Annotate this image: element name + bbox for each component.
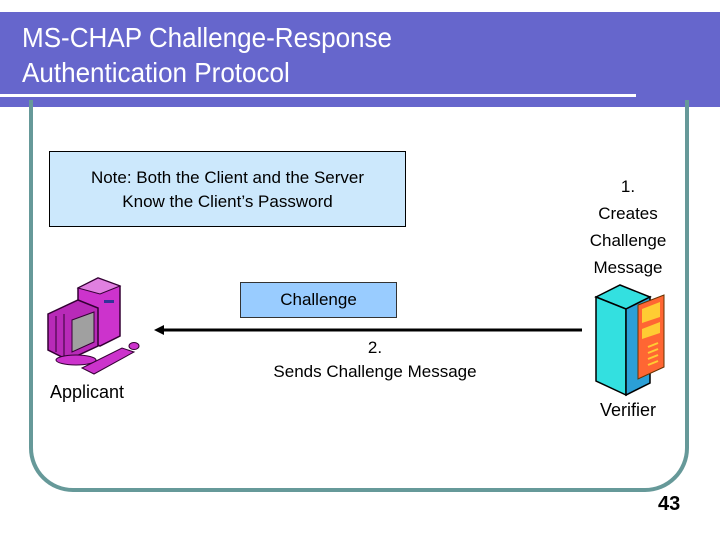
applicant-label: Applicant (50, 382, 125, 402)
page-number: 43 (658, 493, 681, 515)
title-line-2: Authentication Protocol (22, 57, 290, 88)
step-1-number: 1. (620, 177, 636, 196)
slide-title: MS-CHAP Challenge-Response Authenticatio… (22, 20, 392, 90)
step-1-label: 1. Creates Challenge Message (568, 173, 688, 281)
step-1-text: Message (593, 258, 663, 277)
verifier-label: Verifier (600, 400, 657, 420)
step-2-number: 2. (367, 338, 383, 357)
challenge-arrow (154, 325, 582, 335)
content-frame (29, 100, 689, 492)
step-1-text: Creates (598, 204, 658, 223)
step-1-text: Challenge (589, 231, 667, 250)
note-line-2: Know the Client’s Password (122, 192, 333, 211)
step-2-label: 2. Sends Challenge Message (240, 336, 510, 384)
desktop-computer-icon (47, 277, 140, 375)
title-underline (0, 94, 636, 97)
step-2-text: Sends Challenge Message (273, 362, 477, 381)
arrow-head-icon (154, 325, 164, 335)
challenge-message-box: Challenge (240, 282, 397, 318)
title-line-1: MS-CHAP Challenge-Response (22, 22, 393, 53)
note-line-1: Note: Both the Client and the Server (90, 168, 365, 187)
server-tower-icon (594, 284, 665, 397)
note-box: Note: Both the Client and the Server Kno… (49, 151, 406, 227)
title-banner (0, 12, 720, 107)
